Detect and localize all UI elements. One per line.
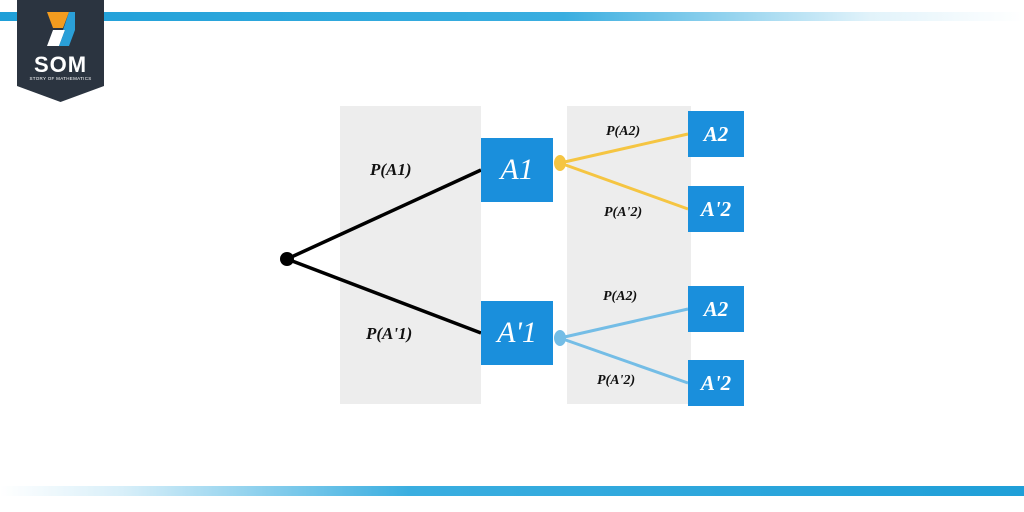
node-a2-upper: A2 [688,111,744,157]
branch-a1p-to-a2p [559,336,689,385]
label-p-a2-upper: P(A2) [606,124,641,139]
label-p-a2-complement-lower: P(A'2) [597,373,636,388]
logo-text: SOM [33,52,88,77]
som-logo-icon [17,0,104,102]
branch-root-to-a1p [286,257,482,335]
first-stage-panel [340,106,481,404]
node-a1-complement: A'1 [481,301,553,365]
bottom-accent-bar [0,486,1024,496]
node-a2-complement-upper: A'2 [688,186,744,232]
logo-subtitle: STORY OF MATHEMATICS [29,76,92,81]
label-p-a2-lower: P(A2) [603,289,638,304]
branch-a1-to-a2p [559,161,689,211]
root-node-dot [280,252,294,266]
branch-a1-to-a2 [559,132,689,165]
node-a1: A1 [481,138,553,202]
label-p-a1: P(A1) [370,160,412,179]
branch-root-to-a1 [286,168,482,261]
a1-junction-dot [554,155,566,171]
a1p-junction-dot [554,330,566,346]
label-p-a1-complement: P(A'1) [366,324,413,343]
label-p-a2-complement-upper: P(A'2) [604,205,643,220]
branch-a1p-to-a2 [559,307,689,340]
top-accent-bar [0,12,1024,21]
node-a2-complement-lower: A'2 [688,360,744,406]
node-a2-lower: A2 [688,286,744,332]
